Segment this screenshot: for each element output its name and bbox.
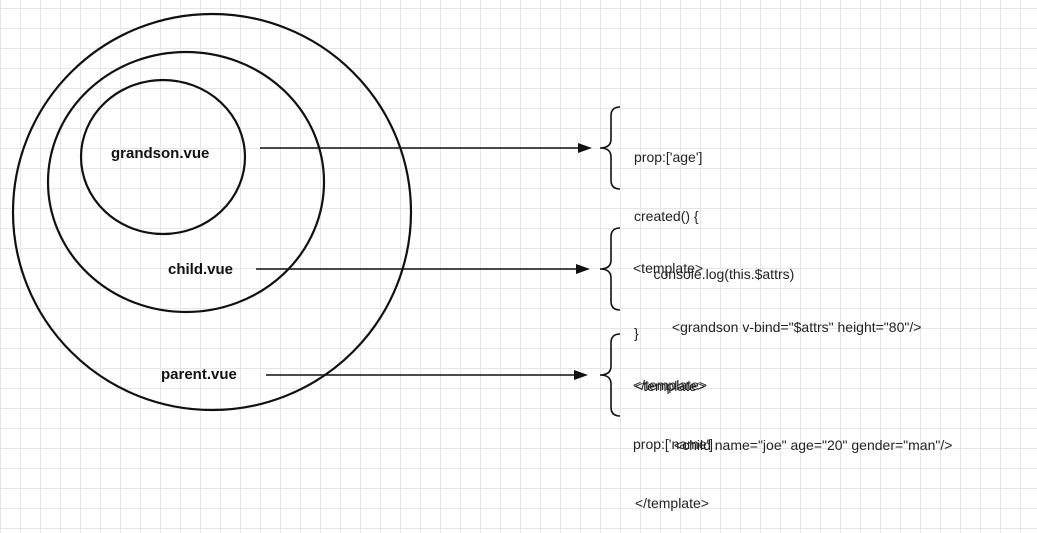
code-line: prop:['age'] [634, 149, 703, 165]
code-line: </template> [633, 377, 707, 393]
diagram-canvas [11, 12, 621, 417]
child-brace [599, 227, 621, 311]
code-line: <template> [633, 260, 704, 276]
parent-label: parent.vue [161, 366, 237, 383]
code-line: </template> [635, 495, 709, 511]
code-line: } [634, 324, 639, 341]
code-line: console.log(this.$attrs) [634, 266, 795, 282]
grandson-code-block: prop:['age'] created() { console.log(thi… [634, 109, 794, 363]
parent-code-block: <template> <child name="joe" age="20" ge… [635, 338, 952, 533]
grandson-label: grandson.vue [111, 145, 210, 162]
parent-circle [11, 12, 413, 412]
code-line: <child name="joe" age="20" gender="man"/… [635, 436, 953, 453]
parent-arrowhead [574, 370, 588, 380]
grandson-brace [599, 106, 621, 190]
child-label: child.vue [168, 261, 234, 278]
child-circle [46, 50, 326, 314]
child-code-block: <template> <grandson v-bind="$attrs" hei… [633, 220, 921, 474]
code-line: created() { [634, 207, 699, 224]
grandson-circle [79, 78, 247, 236]
child-arrowhead [576, 264, 590, 274]
code-line: <grandson v-bind="$attrs" height="80"/> [633, 318, 922, 335]
parent-brace [599, 333, 621, 417]
grandson-arrowhead [578, 143, 592, 153]
code-line: <template> [635, 378, 706, 394]
